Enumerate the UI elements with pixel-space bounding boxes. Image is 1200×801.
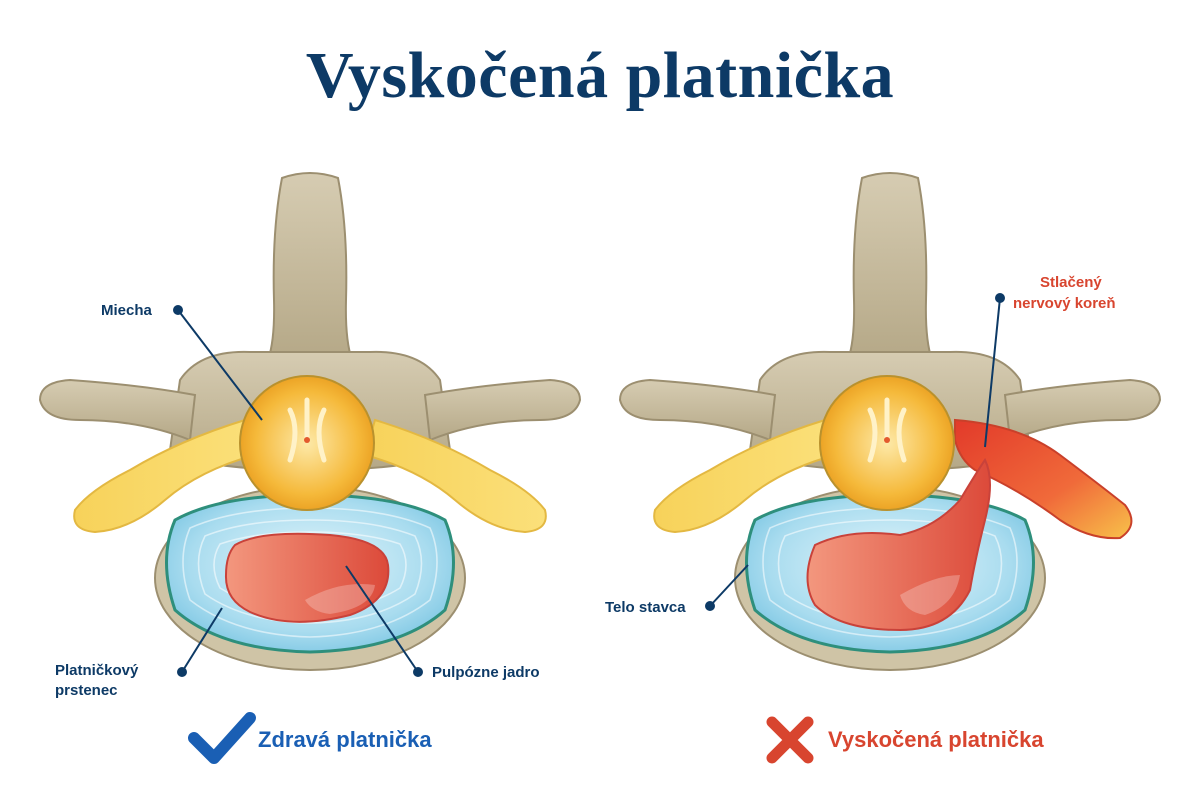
label-telo-stavca: Telo stavca	[605, 599, 686, 616]
label-platnickovy: Platničkový	[55, 662, 139, 679]
page-title: Vyskočená platnička	[305, 39, 895, 112]
status-herniated: Vyskočená platnička	[828, 727, 1044, 752]
label-pulpozne-jadro: Pulpózne jadro	[432, 664, 540, 681]
label-nervovy-koren: nervový koreň	[1013, 295, 1116, 312]
herniated-vertebra	[618, 172, 1162, 671]
healthy-vertebra	[38, 172, 582, 671]
label-stlaceny: Stlačený	[1040, 274, 1102, 291]
label-prstenec: prstenec	[55, 682, 118, 699]
cross-icon	[766, 716, 814, 764]
status-healthy: Zdravá platnička	[258, 727, 432, 752]
leader-lines	[173, 293, 1005, 677]
label-miecha: Miecha	[101, 302, 153, 319]
check-icon	[188, 712, 256, 764]
